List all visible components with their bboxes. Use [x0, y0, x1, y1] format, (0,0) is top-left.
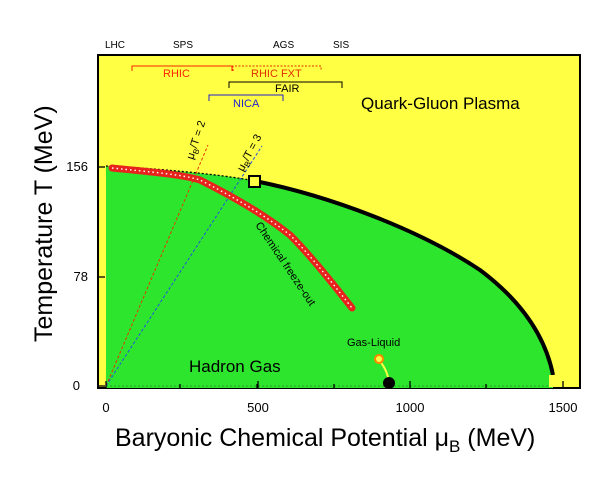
nuclear-matter-point [383, 377, 395, 389]
x-tick-0: 0 [102, 400, 109, 415]
facility-lhc: LHC [105, 40, 125, 51]
x-axis-ticks [105, 381, 564, 388]
x-tick-500: 500 [247, 400, 269, 415]
y-tick-0: 0 [73, 378, 80, 393]
boundary-tail [549, 375, 556, 387]
x-tick-1500: 1500 [549, 400, 578, 415]
facility-sps: SPS [173, 40, 193, 51]
facility-sis: SIS [333, 40, 349, 51]
label-fair: FAIR [275, 83, 300, 95]
region-qgp: Quark-Gluon Plasma [361, 94, 520, 113]
y-axis-ticks [98, 166, 105, 387]
label-nica: NICA [233, 98, 260, 110]
ratio3-line [105, 145, 263, 387]
y-tick-78: 78 [74, 269, 88, 284]
critical-point [248, 175, 261, 188]
region-hadron-gas: Hadron Gas [189, 357, 281, 376]
y-tick-156: 156 [66, 159, 88, 174]
x-tick-1000: 1000 [396, 400, 425, 415]
y-axis-title: Temperature T (MeV) [30, 105, 58, 342]
label-rhic-fxt: RHIC FXT [251, 68, 302, 80]
freezeout-band [108, 164, 356, 312]
label-gas-liquid: Gas-Liquid [347, 337, 400, 349]
first-order-boundary [254, 179, 555, 376]
label-rhic: RHIC [163, 68, 190, 80]
ratio2-line [105, 144, 209, 387]
x-axis-title: Baryonic Chemical Potential μB (MeV) [115, 424, 535, 456]
gas-liquid-critical-point [374, 354, 384, 364]
facility-brackets [131, 65, 343, 101]
facility-ags: AGS [273, 40, 294, 51]
